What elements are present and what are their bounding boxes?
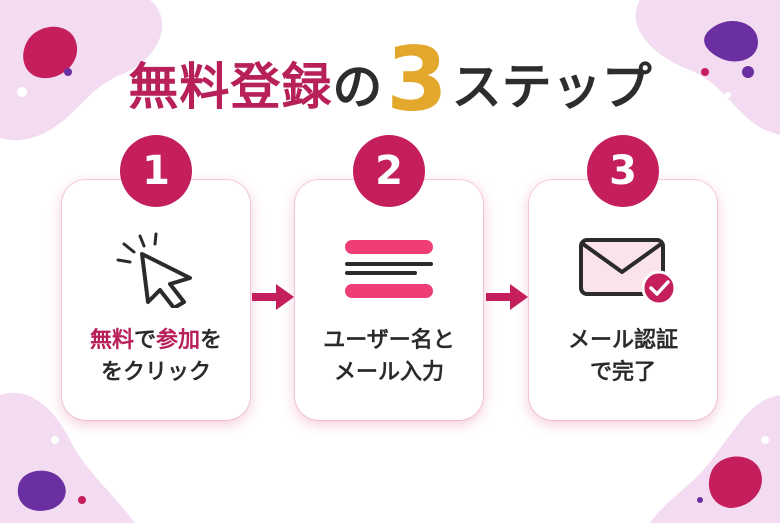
dot-bottom-left-1 [78, 496, 86, 504]
blob-accent-top-left [23, 26, 78, 79]
mail-check-icon [579, 238, 677, 306]
step-1-line-2: をクリック [100, 360, 211, 385]
arrow-right-icon [252, 284, 294, 310]
dot-bottom-right-2 [761, 436, 769, 444]
step-2-text: ユーザー名と メール入力 [295, 325, 483, 389]
dot-top-right-3 [725, 92, 731, 98]
step-2-line-2: メール入力 [333, 360, 444, 385]
step-2-badge: 2 [353, 135, 425, 207]
title-suffix: ステップ [451, 58, 652, 116]
step-2-card: ユーザー名と メール入力 [295, 180, 483, 420]
step-1-highlight-2: 参加 [156, 328, 201, 353]
title-number: 3 [386, 28, 448, 131]
title-main: 無料登録 [128, 58, 333, 116]
step-1-highlight-1: 無料 [89, 328, 134, 353]
step-1-text: 無料で参加を をクリック [62, 325, 250, 389]
dot-top-right-2 [701, 68, 709, 76]
page-title: 無料登録の3ステップ [0, 30, 780, 124]
step-3-line-1: メール認証 [567, 328, 678, 353]
step-3-badge: 3 [587, 135, 659, 207]
step-3-card: メール認証 で完了 [529, 180, 717, 420]
step-3-text: メール認証 で完了 [529, 325, 717, 389]
step-1-card: 無料で参加を をクリック [62, 180, 250, 420]
cursor-click-icon [116, 232, 192, 308]
arrow-right-icon [486, 284, 528, 310]
dot-top-right-1 [742, 66, 754, 78]
dot-top-left-1 [64, 68, 72, 76]
step-1-plain-1: で [133, 328, 156, 353]
blob-accent-bottom-left [17, 470, 66, 511]
title-particle: の [332, 58, 383, 116]
step-1-badge: 1 [120, 135, 192, 207]
dot-top-left-2 [17, 87, 27, 97]
step-1-line-1: 無料で参加を [62, 325, 250, 357]
dot-bottom-right-1 [697, 497, 703, 503]
form-lines-icon [345, 240, 433, 298]
blob-accent-bottom-right [708, 456, 762, 508]
blob-accent-top-right [704, 20, 758, 62]
step-3-line-2: で完了 [589, 360, 656, 385]
dot-bottom-left-2 [51, 436, 59, 444]
step-2-line-1: ユーザー名と [323, 328, 455, 353]
step-1-plain-2: を [200, 328, 223, 353]
